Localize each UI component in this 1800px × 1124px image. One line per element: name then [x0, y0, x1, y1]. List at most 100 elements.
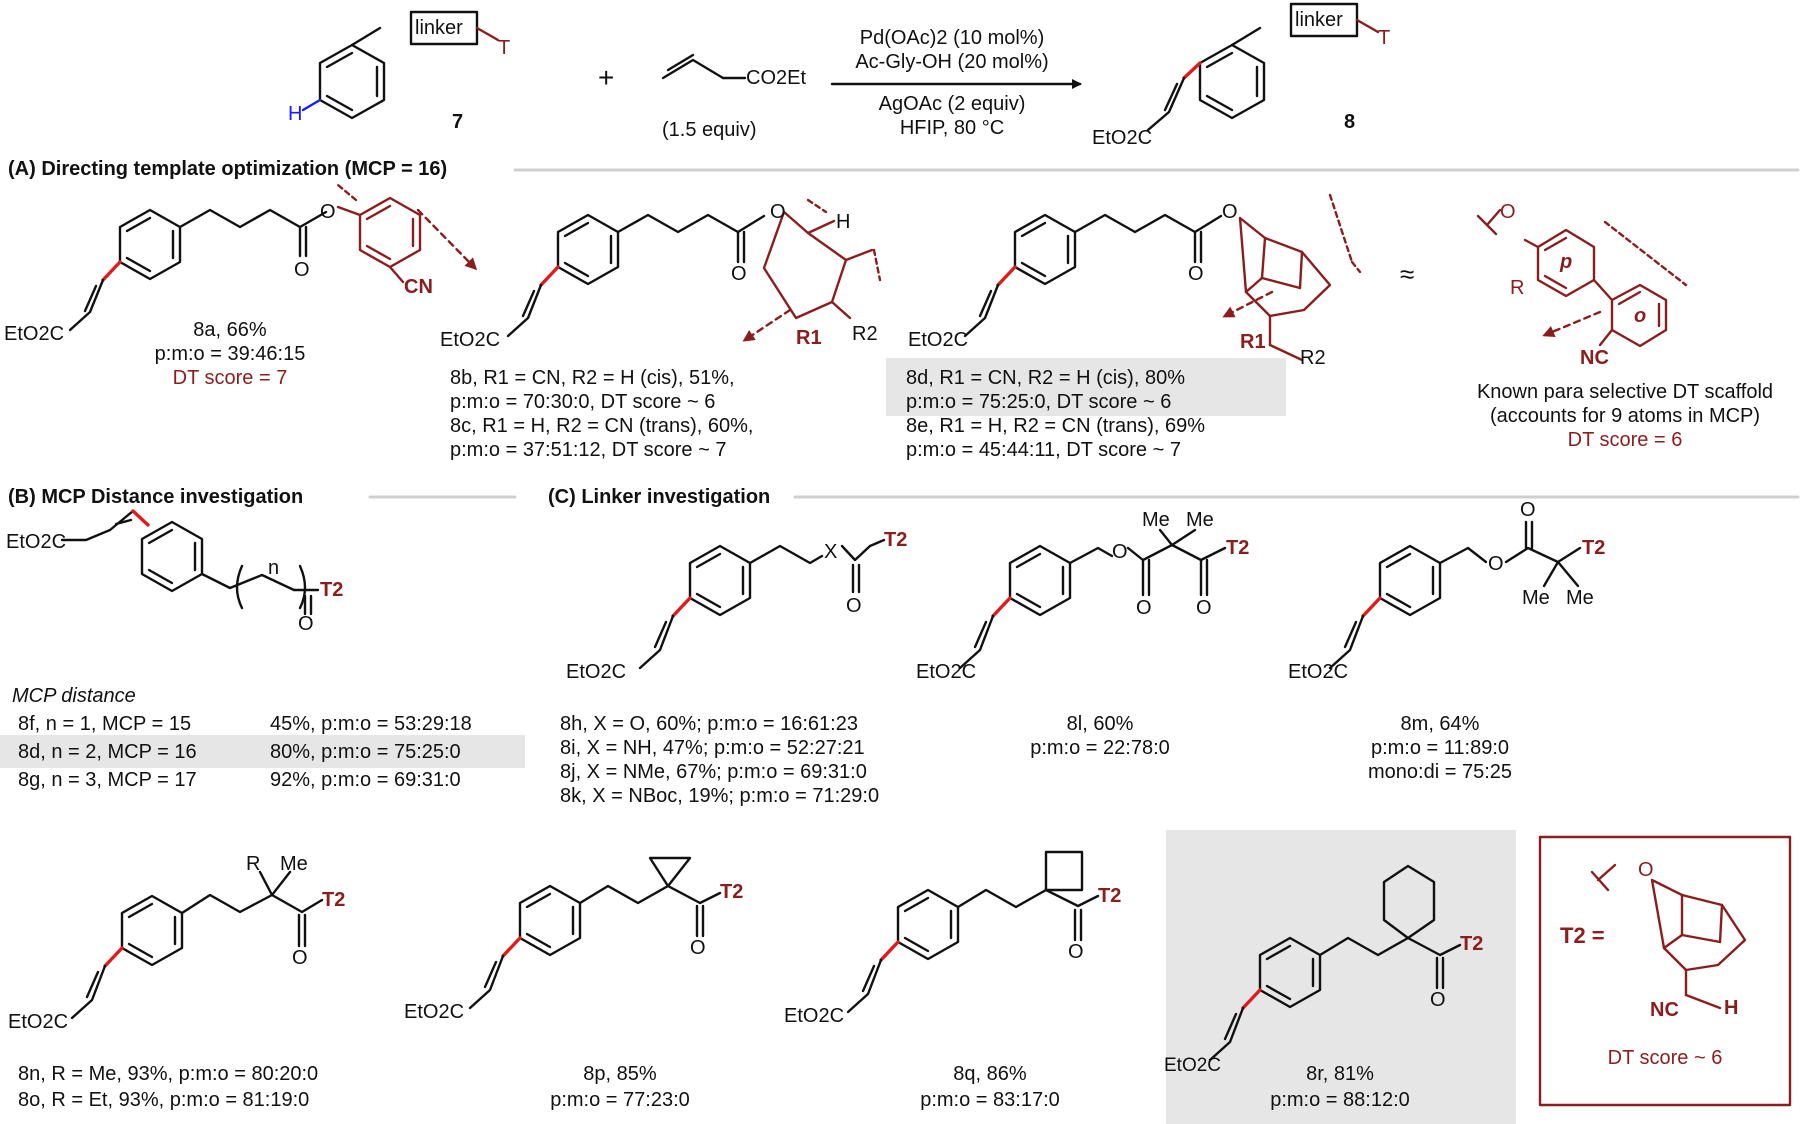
row-8f-right: 45%, p:m:o = 53:29:18	[270, 713, 472, 735]
ring-8p	[518, 884, 582, 957]
known-caption-1: Known para selective DT scaffold	[1476, 381, 1774, 403]
condition-2: Ac-Gly-OH (20 mol%)	[855, 51, 1049, 73]
row-8f-left: 8f, n = 1, MCP = 15	[18, 713, 192, 735]
caption-8l-yield: 8l, 60%	[1066, 713, 1134, 735]
me-2-8l: Me	[1186, 509, 1214, 531]
mcp-distance-subtitle: MCP distance	[12, 685, 136, 707]
caption-8p-yield: 8p, 85%	[583, 1063, 657, 1085]
t2-box-score: DT score ~ 6	[1607, 1047, 1723, 1069]
acrylate-equiv: (1.5 equiv)	[662, 119, 757, 141]
ring-8q	[896, 888, 960, 961]
atom-co-8d: O	[1188, 263, 1204, 285]
ring-7	[318, 43, 386, 120]
caption-8q-ratio: p:m:o = 83:17:0	[920, 1089, 1060, 1111]
ring-o-label: o	[1634, 305, 1647, 327]
caption-8b-ratio: p:m:o = 70:30:0, DT score ~ 6	[450, 391, 716, 413]
caption-8a-score: DT score = 7	[172, 367, 288, 389]
compound-8-label: 8	[1344, 111, 1356, 133]
t2-label-8r: T2	[1460, 933, 1484, 955]
caption-8d: 8d, R1 = CN, R2 = H (cis), 80%	[906, 367, 1185, 389]
t2-label-8f: T2	[320, 579, 344, 601]
caption-8q-yield: 8q, 86%	[953, 1063, 1027, 1085]
caption-8o: 8o, R = Et, 93%, p:m:o = 81:19:0	[18, 1089, 310, 1111]
atom-r1-8b: R1	[796, 327, 822, 349]
known-caption-3: DT score = 6	[1567, 429, 1683, 451]
caption-8r-yield: 8r, 81%	[1306, 1063, 1374, 1085]
t2-box-o: O	[1638, 859, 1654, 881]
plus-sign: +	[598, 62, 615, 93]
atom-co-8n: O	[292, 947, 308, 969]
atom-co1-8l: O	[1136, 597, 1152, 619]
ester-8l: EtO2C	[916, 661, 977, 683]
t-label-product: T	[1378, 27, 1391, 49]
condition-1: Pd(OAc)2 (10 mol%)	[859, 27, 1045, 49]
row-8g-right: 92%, p:m:o = 69:31:0	[270, 769, 461, 791]
adamantyl-8d	[1222, 193, 1362, 362]
row-8d-right: 80%, p:m:o = 75:25:0	[270, 741, 461, 763]
atom-cn-8a: CN	[404, 276, 433, 298]
ring-8d	[1013, 213, 1077, 286]
me-1-8l: Me	[1142, 509, 1170, 531]
atom-co-8a: O	[294, 259, 310, 281]
ring-8a	[118, 208, 182, 281]
row-8d-left: 8d, n = 2, MCP = 16	[18, 741, 197, 763]
ester-8h: EtO2C	[566, 661, 627, 683]
me-8n: Me	[280, 853, 308, 875]
atom-h-8b: H	[836, 211, 851, 233]
ester-8n: EtO2C	[8, 1011, 69, 1033]
caption-8p-ratio: p:m:o = 77:23:0	[550, 1089, 690, 1111]
ester-product: EtO2C	[1092, 127, 1153, 149]
highlight-8r	[1166, 830, 1516, 1124]
t2-label-8n: T2	[322, 889, 346, 911]
t2-box-h: H	[1724, 997, 1739, 1019]
condition-4: HFIP, 80 °C	[899, 117, 1005, 139]
highlight-8d-a	[886, 358, 1286, 416]
atom-co-8m: O	[1520, 499, 1536, 521]
row-8g-left: 8g, n = 3, MCP = 17	[18, 769, 197, 791]
atom-o-8m: O	[1488, 553, 1504, 575]
ester-8f: EtO2C	[6, 531, 67, 553]
ester-8a: EtO2C	[4, 323, 65, 345]
caption-8m-yield: 8m, 64%	[1400, 713, 1480, 735]
t2-box-nc: NC	[1650, 999, 1679, 1021]
caption-8l-ratio: p:m:o = 22:78:0	[1030, 737, 1170, 759]
ring-8m	[1378, 544, 1442, 617]
atom-co-8p: O	[690, 937, 706, 959]
ring-8n	[120, 894, 184, 967]
known-scaffold	[1476, 208, 1688, 348]
condition-3: AgOAc (2 equiv)	[878, 93, 1026, 115]
t2-label-8p: T2	[720, 881, 744, 903]
caption-8h: 8h, X = O, 60%; p:m:o = 16:61:23	[560, 713, 858, 735]
caption-8a-yield: 8a, 66%	[193, 319, 267, 341]
ring-8	[1198, 43, 1266, 120]
caption-8m-ratio: p:m:o = 11:89:0	[1370, 737, 1510, 759]
approx-sign: ≈	[1400, 259, 1415, 289]
t2-label-8m: T2	[1582, 537, 1606, 559]
known-caption-2: (accounts for 9 atoms in MCP)	[1489, 405, 1761, 427]
atom-co-8q: O	[1068, 941, 1084, 963]
caption-8b: 8b, R1 = CN, R2 = H (cis), 51%,	[450, 367, 735, 389]
t-label: T	[498, 37, 511, 59]
caption-8a-ratio: p:m:o = 39:46:15	[154, 343, 306, 365]
atom-o-8b: O	[770, 201, 786, 223]
caption-8c: 8c, R1 = H, R2 = CN (trans), 60%,	[450, 415, 754, 437]
t2-adamantyl	[1590, 863, 1747, 1010]
h-label: H	[288, 103, 303, 125]
ester-8m: EtO2C	[1288, 661, 1349, 683]
atom-r2-8b: R2	[852, 323, 878, 345]
ring-p-label: p	[1560, 251, 1573, 273]
section-a-title: (A) Directing template optimization (MCP…	[8, 158, 448, 180]
atom-x-8h: X	[824, 541, 838, 563]
t2-label-8h: T2	[884, 529, 908, 551]
atom-co-8r: O	[1430, 989, 1446, 1011]
caption-8j: 8j, X = NMe, 67%; p:m:o = 69:31:0	[560, 761, 867, 783]
caption-8r-ratio: p:m:o = 88:12:0	[1270, 1089, 1410, 1111]
caption-8c-ratio: p:m:o = 37:51:12, DT score ~ 7	[450, 439, 727, 461]
t2-label-8q: T2	[1098, 885, 1122, 907]
highlight-8d-b	[0, 735, 525, 768]
section-c-title: (C) Linker investigation	[548, 486, 771, 508]
atom-co2-8l: O	[1196, 597, 1212, 619]
atom-o-known: O	[1500, 201, 1516, 223]
atom-o-8l: O	[1112, 541, 1128, 563]
